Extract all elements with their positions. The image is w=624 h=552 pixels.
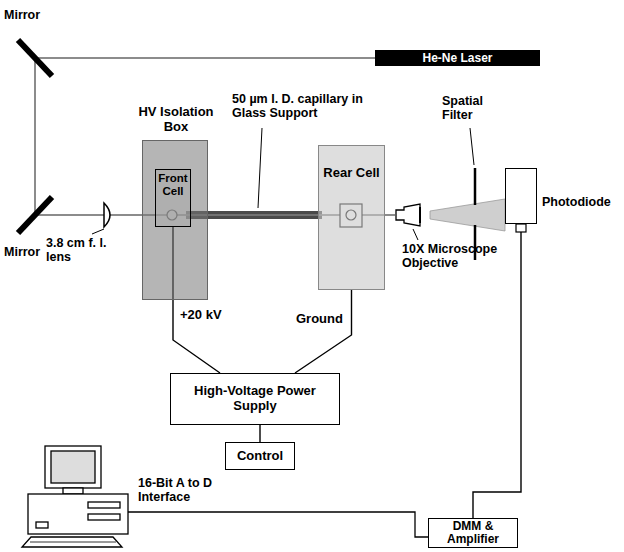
node-text: HV Isolation Box xyxy=(129,105,223,134)
lens-label: 3.8 cm f. l. lens xyxy=(46,236,118,264)
node-text: DMM & Amplifier xyxy=(433,520,513,546)
interface-label: 16-Bit A to D Interface xyxy=(138,476,250,504)
ground-label: Ground xyxy=(294,312,345,327)
node-text: Photodiode xyxy=(542,195,611,209)
node-text: Front Cell xyxy=(156,172,190,198)
rear-cell: Rear Cell xyxy=(318,145,385,290)
wire-connector xyxy=(259,425,260,442)
mirror-symbol xyxy=(18,197,52,233)
spatial-filter xyxy=(474,168,477,205)
isolation-box: HV Isolation BoxFront Cell xyxy=(142,140,208,300)
dmm-amplifier-box: DMM & Amplifier xyxy=(428,518,518,548)
filter-label: Spatial Filter xyxy=(442,94,504,122)
node-text: Control xyxy=(237,449,283,464)
objective-symbol xyxy=(396,204,420,226)
mirror-label: Mirror xyxy=(4,8,64,22)
computer-illustration xyxy=(22,446,128,547)
node-text: High-Voltage Power Supply xyxy=(179,384,331,413)
wire-connector xyxy=(295,290,352,373)
lens-symbol xyxy=(104,203,110,227)
photodiode-connector xyxy=(516,224,526,232)
front-cell: Front Cell xyxy=(155,169,191,227)
voltage-label: +20 kV xyxy=(178,308,224,323)
control-box: Control xyxy=(225,442,295,470)
laser-tube: He-Ne Laser xyxy=(375,50,540,66)
objective-label: 10X Microscope Objective xyxy=(402,242,502,270)
mirror-symbol xyxy=(18,40,52,76)
objective-symbol xyxy=(419,207,421,223)
signal-wire xyxy=(128,512,428,537)
node-text: He-Ne Laser xyxy=(422,52,492,64)
wire-connector xyxy=(473,232,521,518)
capillary-label: 50 µm I. D. capillary in Glass Support xyxy=(232,92,384,120)
photodiode-box: Photodiode xyxy=(505,168,537,224)
power-supply-box: High-Voltage Power Supply xyxy=(170,373,340,425)
diverging-beam xyxy=(430,199,505,231)
node-text: Rear Cell xyxy=(322,166,382,181)
